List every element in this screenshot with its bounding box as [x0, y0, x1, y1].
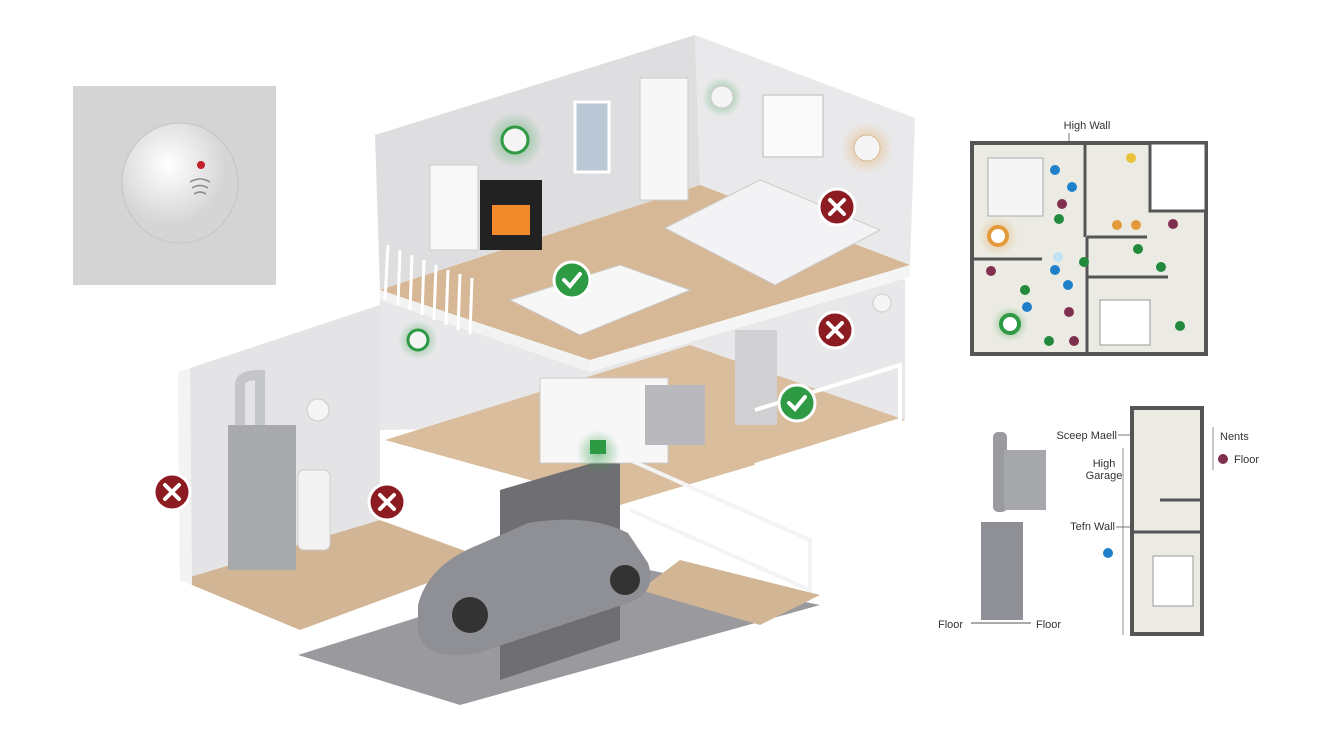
label-floor-right: Floor — [1036, 619, 1061, 631]
detector-dot — [1054, 214, 1064, 224]
legend-dot-floor — [1218, 454, 1228, 464]
label-nents: Nents — [1220, 431, 1249, 443]
detector-dot — [1079, 257, 1089, 267]
label-wall: Tefn Wall — [1070, 521, 1115, 533]
detector-dot — [1126, 153, 1136, 163]
detector-dot — [1044, 336, 1054, 346]
smoke-detector-icon — [853, 134, 881, 162]
utility-floor — [180, 520, 490, 630]
smoke-detector-icon — [872, 293, 892, 313]
detector-dot — [1020, 285, 1030, 295]
smoke-detector-icon — [590, 440, 606, 454]
smoke-detector-icon — [987, 225, 1009, 247]
incorrect-placement-x-icon — [367, 482, 407, 522]
detector-dot — [1050, 265, 1060, 275]
smoke-detector-icon — [999, 313, 1021, 335]
water-heater — [297, 469, 331, 551]
detector-closeup — [73, 86, 276, 285]
detector-dot — [1050, 165, 1060, 175]
detector-dot — [1064, 307, 1074, 317]
detector-dot — [1156, 262, 1166, 272]
bed — [663, 179, 882, 286]
detector-dot — [1112, 220, 1122, 230]
detector-led-icon — [197, 161, 205, 169]
detector-vent-icon — [189, 178, 211, 195]
detector-dot — [1053, 252, 1063, 262]
detector-dot — [1022, 302, 1032, 312]
furnace — [228, 425, 296, 570]
legend-dot — [1103, 548, 1113, 558]
floor-plan: High Wall — [970, 120, 1208, 356]
label-sceep: Sceep Maell — [1056, 430, 1117, 442]
correct-placement-check-icon — [552, 260, 592, 300]
incorrect-placement-x-icon — [815, 310, 855, 350]
label-floor-left: Floor — [938, 619, 963, 631]
detector-dot — [1063, 280, 1073, 290]
house-cutaway — [178, 35, 915, 705]
detector-dot — [1133, 244, 1143, 254]
incorrect-placement-x-icon — [817, 187, 857, 227]
incorrect-placement-x-icon — [152, 472, 192, 512]
smoke-detector-icon — [306, 398, 330, 422]
detector-dot — [1057, 199, 1067, 209]
label-floor-legend: Floor — [1234, 454, 1259, 466]
detector-dot — [986, 266, 996, 276]
label-high: High — [1093, 458, 1116, 470]
detector-dot — [1069, 336, 1079, 346]
side-view: Floor Floor Sceep Maell High Garage Tefn… — [938, 406, 1259, 636]
correct-placement-check-icon — [777, 383, 817, 423]
label-garage: Garage — [1086, 470, 1123, 482]
smoke-detector-icon — [500, 125, 530, 155]
floor-plan-label-top: High Wall — [1064, 120, 1111, 132]
detector-dot — [1175, 321, 1185, 331]
detector-dot — [1168, 219, 1178, 229]
detectors — [306, 77, 893, 474]
detector-dot — [1131, 220, 1141, 230]
placement-markers — [152, 187, 857, 522]
detector-dot — [1067, 182, 1077, 192]
smoke-detector-icon — [710, 85, 734, 109]
smoke-detector-icon — [406, 328, 430, 352]
